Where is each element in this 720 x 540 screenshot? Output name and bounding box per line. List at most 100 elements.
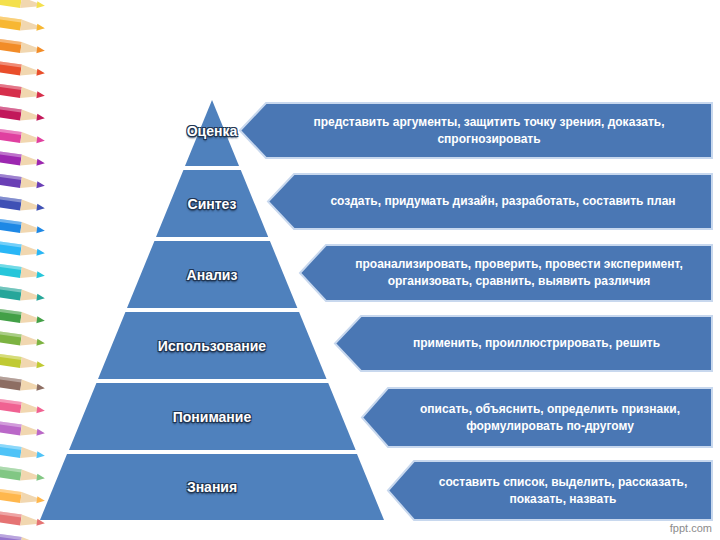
- pencil-body: [0, 461, 22, 481]
- pencil-shine: [0, 123, 22, 135]
- pyramid-level: Синтез: [156, 170, 268, 237]
- pencil-shine: [0, 101, 22, 113]
- callout-text-group: составить список, выделить, рассказать, …: [424, 474, 702, 508]
- pencil: [0, 416, 46, 439]
- pencil-lead: [36, 69, 45, 77]
- pencil-shine: [0, 191, 22, 203]
- pencil-lead: [36, 474, 45, 482]
- pencil-shine: [0, 371, 22, 383]
- pencil-wood: [20, 245, 45, 259]
- pencil-shine: [0, 258, 22, 270]
- pencil-shine: [0, 33, 22, 45]
- callout-box: проанализировать, проверить, провести эк…: [300, 245, 712, 301]
- pencil-lead: [36, 91, 45, 99]
- pencil-lead: [36, 46, 45, 54]
- pencil-wood: [20, 402, 45, 416]
- pencil-body: [0, 528, 22, 540]
- pencil: [0, 258, 46, 281]
- pencil-shine: [0, 236, 22, 248]
- pencil-wood: [20, 267, 45, 281]
- pencil-lead: [36, 1, 45, 9]
- pencil-shine: [0, 11, 22, 23]
- pencil-wood: [20, 492, 45, 506]
- pencil: [0, 348, 46, 371]
- pyramid-level: Знания: [40, 454, 384, 520]
- pencil-lead: [36, 361, 45, 369]
- callout-arrow: [300, 245, 712, 301]
- pencil-wood: [20, 42, 45, 56]
- pencil: [0, 281, 46, 304]
- pencil-shine: [0, 303, 22, 315]
- pencil-shine: [0, 461, 22, 473]
- watermark: fppt.com: [670, 522, 712, 534]
- pencil-lead: [36, 271, 45, 279]
- pencil-shine: [0, 348, 22, 360]
- pencil-body: [0, 483, 22, 503]
- pencil-body: [0, 78, 22, 98]
- callout-text: представить аргументы, защитить точку зр…: [276, 114, 702, 148]
- pencil-wood: [20, 177, 45, 191]
- pencil-wood: [20, 290, 45, 304]
- callout-text: составить список, выделить, рассказать, …: [424, 474, 702, 508]
- pyramid-level: Понимание: [69, 383, 356, 450]
- pencil: [0, 528, 46, 540]
- pencil-lead: [36, 24, 45, 32]
- pencil-lead: [36, 339, 45, 347]
- callout-box: описать, объяснить, определить признаки,…: [362, 388, 712, 447]
- pencil-shine: [0, 78, 22, 90]
- pencil: [0, 78, 46, 101]
- callout-shape: [362, 388, 712, 447]
- pencil-body: [0, 33, 22, 53]
- pencil-body: [0, 326, 22, 346]
- pencil-wood: [20, 335, 45, 349]
- pencil: [0, 213, 46, 236]
- pencil-body: [0, 258, 22, 278]
- pyramid-level: Анализ: [127, 241, 297, 308]
- pencil-lead: [36, 406, 45, 414]
- callout-text: описать, объяснить, определить признаки,…: [398, 401, 702, 435]
- pencil-body: [0, 371, 22, 391]
- pencil-body: [0, 146, 22, 166]
- pencil-lead: [36, 114, 45, 122]
- callout-text-group: применить, проиллюстрировать, решить: [371, 335, 702, 352]
- pencil: [0, 393, 46, 416]
- pencil-wood: [20, 312, 45, 326]
- pencil-shine: [0, 326, 22, 338]
- pencil-shine: [0, 416, 22, 428]
- pencil-lead: [36, 429, 45, 437]
- callout-text: применить, проиллюстрировать, решить: [371, 335, 702, 352]
- pencil-body: [0, 348, 22, 368]
- pencil-shine: [0, 56, 22, 68]
- pencil-wood: [20, 537, 45, 540]
- callout-text: проанализировать, проверить, провести эк…: [336, 256, 702, 290]
- pencil: [0, 438, 46, 461]
- pencil-shine: [0, 483, 22, 495]
- pencil-shine: [0, 281, 22, 293]
- pencil: [0, 303, 46, 326]
- pencil: [0, 0, 46, 11]
- pencil-shine: [0, 213, 22, 225]
- pencil-shine: [0, 168, 22, 180]
- pencil-body: [0, 11, 22, 31]
- pencil-body: [0, 393, 22, 413]
- pencil: [0, 506, 46, 529]
- callout-box: применить, проиллюстрировать, решить: [335, 316, 712, 371]
- pencil-wood: [20, 65, 45, 79]
- pencil-body: [0, 123, 22, 143]
- pencil-body: [0, 0, 22, 8]
- pyramid-level: Использование: [98, 312, 327, 379]
- callout-text: создать, придумать дизайн, разработать, …: [304, 193, 702, 210]
- callout-box: представить аргументы, защитить точку зр…: [240, 103, 712, 158]
- pencil: [0, 11, 46, 34]
- callout-arrow: [335, 316, 712, 371]
- level-name: Использование: [38, 338, 387, 354]
- pencil-wood: [20, 132, 45, 146]
- pencil-wood: [20, 470, 45, 484]
- callout-shape: [300, 245, 712, 301]
- level-name: Понимание: [9, 409, 416, 425]
- pencil-wood: [20, 447, 45, 461]
- pencil-body: [0, 303, 22, 323]
- pencil-lead: [36, 226, 45, 234]
- pencil-body: [0, 168, 22, 188]
